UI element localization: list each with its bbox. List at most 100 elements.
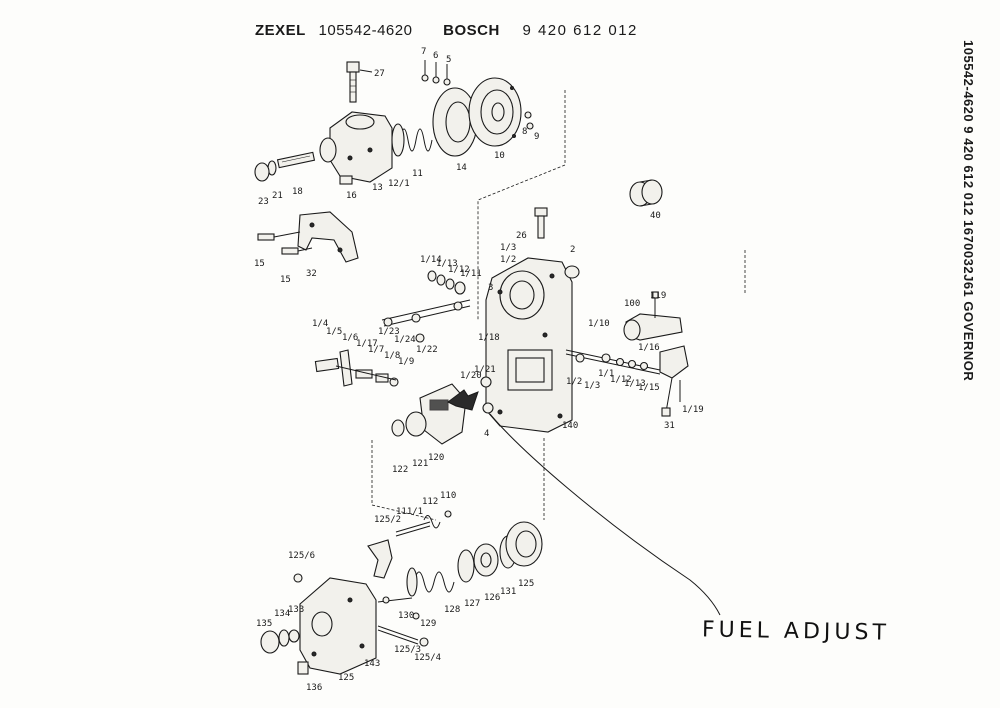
cover-10 bbox=[468, 77, 522, 147]
label-143: 143 bbox=[364, 659, 380, 669]
label-18: 18 bbox=[292, 187, 303, 197]
label-121: 121 bbox=[412, 459, 428, 469]
label-4: 4 bbox=[484, 429, 489, 439]
label-1-2-lower: 1/2 bbox=[566, 377, 582, 387]
flyweight-120 bbox=[419, 383, 467, 445]
nut-133 bbox=[288, 629, 300, 643]
rod-130 bbox=[377, 596, 413, 604]
bolt-26 bbox=[534, 207, 548, 239]
washer-134 bbox=[278, 629, 290, 647]
label-12-1: 12/1 bbox=[388, 179, 410, 189]
label-1-1: 1/1 bbox=[598, 369, 614, 379]
label-1-6: 1/6 bbox=[342, 333, 358, 343]
side-caption: 105542-4620 9 420 612 012 1670032J61 GOV… bbox=[961, 40, 976, 382]
governor-upper-housing bbox=[319, 111, 393, 183]
label-125-4: 125/4 bbox=[414, 653, 441, 663]
part-labels: 27 7 6 5 8 9 10 14 11 12/1 13 16 18 21 2… bbox=[254, 47, 704, 693]
label-122: 122 bbox=[392, 465, 408, 475]
label-1-20: 1/20 bbox=[460, 371, 482, 381]
label-126: 126 bbox=[484, 593, 500, 603]
label-13: 13 bbox=[372, 183, 383, 193]
label-120: 120 bbox=[428, 453, 444, 463]
label-1-10: 1/10 bbox=[588, 319, 610, 329]
pin-119 bbox=[651, 291, 659, 318]
label-112: 112 bbox=[422, 497, 438, 507]
label-2: 2 bbox=[570, 245, 575, 255]
bolt-27 bbox=[346, 61, 373, 103]
screw-set-7-6-5 bbox=[421, 60, 451, 86]
label-1-5: 1/5 bbox=[326, 327, 342, 337]
label-1-9: 1/9 bbox=[398, 357, 414, 367]
label-23: 23 bbox=[258, 197, 269, 207]
lever-1-16 bbox=[659, 345, 689, 417]
label-136: 136 bbox=[306, 683, 322, 693]
plug-2 bbox=[564, 265, 580, 279]
label-1-12-lower: 1/12 bbox=[610, 375, 632, 385]
link-rod-18 bbox=[276, 151, 316, 169]
label-1-3-lower: 1/3 bbox=[584, 381, 600, 391]
label-14: 14 bbox=[456, 163, 467, 173]
label-8: 8 bbox=[522, 127, 527, 137]
label-3: 3 bbox=[488, 283, 493, 293]
spacer-127 bbox=[457, 549, 475, 583]
lever-100 bbox=[623, 313, 683, 341]
header-brand-zexel: ZEXEL bbox=[255, 22, 306, 39]
label-32: 32 bbox=[306, 269, 317, 279]
bushing-set bbox=[427, 270, 466, 295]
cap-23 bbox=[254, 162, 270, 182]
shaft-1-10 bbox=[565, 349, 661, 375]
label-129: 129 bbox=[420, 619, 436, 629]
label-125-cover: 125 bbox=[518, 579, 534, 589]
label-131: 131 bbox=[500, 587, 516, 597]
label-15-lower: 15 bbox=[280, 275, 291, 285]
governor-main-housing bbox=[485, 257, 573, 433]
screw-4 bbox=[482, 402, 494, 414]
label-1-13-lower: 1/13 bbox=[624, 379, 646, 389]
label-1-11: 1/11 bbox=[460, 269, 482, 279]
label-11: 11 bbox=[412, 169, 423, 179]
governor-lower-housing bbox=[299, 577, 377, 675]
spring-128 bbox=[406, 567, 455, 597]
washer-1-22 bbox=[415, 333, 425, 343]
fuel-adjust-pointer bbox=[489, 413, 721, 616]
label-1-7: 1/7 bbox=[368, 345, 384, 355]
link-1-23 bbox=[381, 299, 471, 327]
nut-125-6 bbox=[293, 573, 303, 583]
label-125-6: 125/6 bbox=[288, 551, 315, 561]
screw-16 bbox=[339, 175, 353, 185]
label-127: 127 bbox=[464, 599, 480, 609]
assembly-guide-line bbox=[477, 90, 566, 320]
label-133: 133 bbox=[288, 605, 304, 615]
label-1-8: 1/8 bbox=[384, 351, 400, 361]
label-1-15: 1/15 bbox=[638, 383, 660, 393]
label-1-17: 1/17 bbox=[356, 339, 378, 349]
label-135: 135 bbox=[256, 619, 272, 629]
label-1-22: 1/22 bbox=[416, 345, 438, 355]
label-134: 134 bbox=[274, 609, 290, 619]
rod-125-3 bbox=[377, 625, 419, 645]
label-7: 7 bbox=[421, 47, 426, 57]
label-40: 40 bbox=[650, 211, 661, 221]
assembly-guide-line bbox=[371, 440, 437, 521]
label-16: 16 bbox=[346, 191, 357, 201]
label-1-12: 1/12 bbox=[448, 265, 470, 275]
label-21: 21 bbox=[272, 191, 283, 201]
lever-125-2 bbox=[367, 539, 393, 579]
plug-135 bbox=[260, 630, 280, 654]
label-140: 140 bbox=[562, 421, 578, 431]
screw-15-upper bbox=[257, 231, 301, 241]
label-1-23: 1/23 bbox=[378, 327, 400, 337]
screw-set-8-9 bbox=[524, 111, 534, 130]
label-1-13: 1/13 bbox=[436, 259, 458, 269]
label-5: 5 bbox=[446, 55, 451, 65]
label-1-3-upper: 1/3 bbox=[500, 243, 516, 253]
spring-112 bbox=[423, 515, 441, 529]
label-26: 26 bbox=[516, 231, 527, 241]
label-1-19: 1/19 bbox=[682, 405, 704, 415]
header-part-number-bosch: 9 420 612 012 bbox=[522, 22, 638, 39]
label-128: 128 bbox=[444, 605, 460, 615]
lever-assembly-1-4 bbox=[314, 349, 399, 387]
screw-136 bbox=[297, 661, 309, 675]
spring-111-1 bbox=[395, 521, 431, 537]
